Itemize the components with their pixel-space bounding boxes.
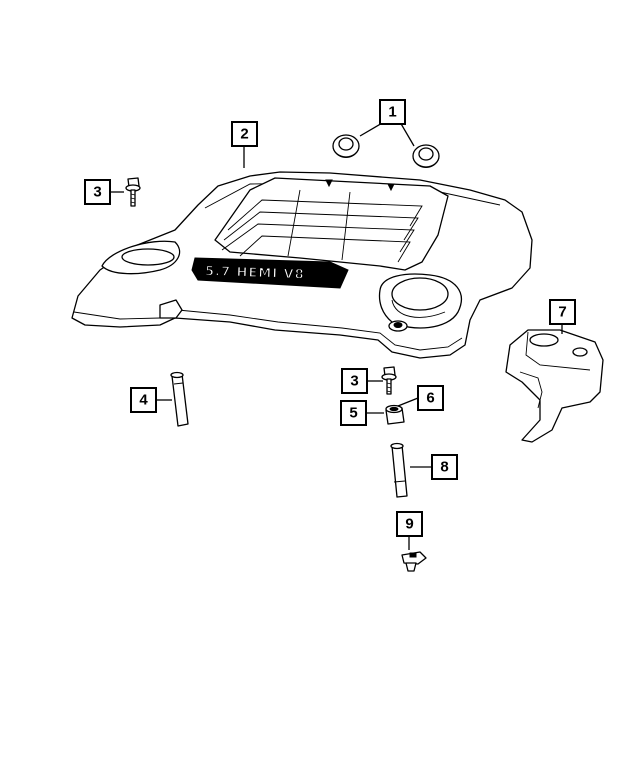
callout-5: 5: [340, 400, 367, 426]
leader-lines: [110, 121, 563, 550]
engine-cover: 5.7 HEMI V8: [71, 171, 533, 359]
callout-1: 1: [379, 99, 406, 125]
stud-long: [170, 371, 189, 427]
isolator: [385, 404, 405, 425]
svg-text:9: 9: [405, 516, 413, 533]
svg-text:2: 2: [240, 126, 248, 143]
bolt-lower: [381, 366, 397, 395]
callout-4: 4: [130, 387, 157, 413]
svg-text:5: 5: [349, 405, 357, 422]
svg-text:7: 7: [558, 304, 566, 321]
grommet-right: [412, 144, 440, 168]
svg-text:4: 4: [139, 392, 148, 409]
callout-8: 8: [431, 454, 458, 480]
callout-7: 7: [549, 299, 576, 325]
callout-9: 9: [396, 511, 423, 537]
bracket-shield: [505, 329, 604, 443]
callout-2: 2: [231, 121, 258, 147]
svg-text:3: 3: [350, 373, 358, 390]
callout-3-upper: 3: [84, 179, 111, 205]
callout-6: 6: [417, 385, 444, 411]
bolt-upper: [125, 177, 141, 207]
svg-text:1: 1: [388, 104, 396, 121]
callout-3-lower: 3: [341, 368, 368, 394]
clip-nut: [401, 551, 427, 572]
badge-text: 5.7 HEMI V8: [205, 264, 305, 282]
svg-text:6: 6: [426, 390, 434, 407]
svg-text:8: 8: [440, 459, 448, 476]
stud-short: [390, 442, 408, 498]
grommet-pair: [332, 134, 440, 168]
svg-text:3: 3: [93, 184, 101, 201]
grommet-left: [332, 134, 360, 158]
